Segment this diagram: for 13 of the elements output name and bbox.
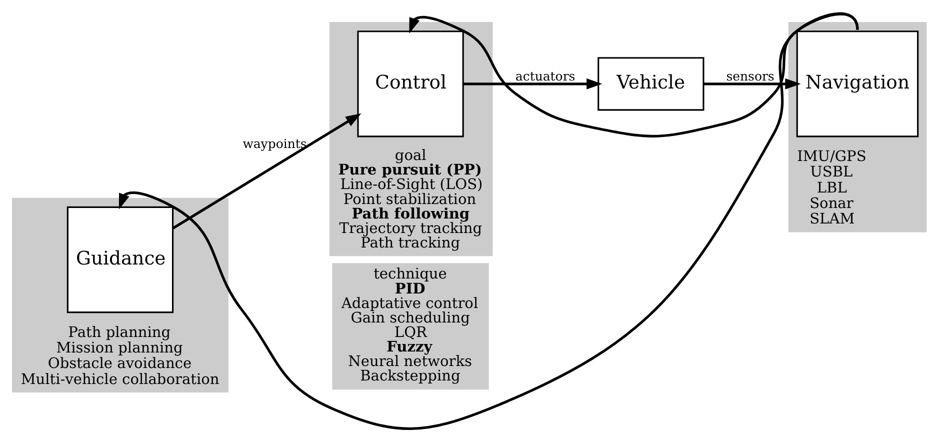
node-box: technique PID Adaptative control Gain scheduling LQR Fuzzy Neural networks Backstepping: [332, 263, 489, 390]
node-box: Control: [357, 30, 464, 138]
edge-label: waypoints: [242, 136, 307, 152]
arrow: [118, 12, 859, 430]
arrow: [409, 13, 859, 138]
node-box: Vehicle: [598, 57, 704, 111]
node-box: Guidance: [66, 206, 174, 314]
edge-label: sensors: [726, 68, 774, 84]
node-box: Navigation: [796, 30, 919, 138]
edge-label: actuators: [515, 68, 576, 84]
arrow: [463, 78, 602, 90]
arrow: [172, 113, 362, 230]
arrow: [704, 78, 801, 90]
